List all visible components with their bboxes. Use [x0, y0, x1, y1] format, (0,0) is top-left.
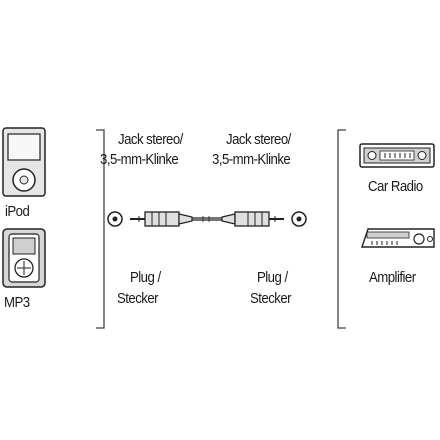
right-jack-label-line2: 3,5-mm-Klinke: [212, 151, 291, 168]
left-plug: [130, 211, 193, 227]
right-bracket: [337, 129, 346, 329]
car-radio-icon: [359, 143, 435, 168]
left-plug-label-line1: Plug /: [130, 269, 161, 286]
right-plug: [221, 211, 284, 227]
left-jack-label-line2: 3,5-mm-Klinke: [100, 151, 179, 168]
right-plug-label-line1: Plug /: [257, 269, 288, 286]
left-jack-socket: [107, 211, 123, 227]
left-jack-label-line1: Jack stereo/: [118, 131, 183, 148]
device-label-car-radio: Car Radio: [368, 178, 423, 195]
left-plug-label-line2: Stecker: [117, 290, 159, 307]
right-jack-label-line1: Jack stereo/: [226, 131, 291, 148]
right-jack-socket: [291, 211, 307, 227]
amplifier-icon: [361, 228, 435, 248]
device-label-amplifier: Amplifier: [369, 269, 416, 286]
device-label-mp3: MP3: [4, 294, 30, 311]
cable: [130, 211, 284, 227]
left-bracket: [96, 129, 105, 329]
ipod-icon: [2, 127, 46, 197]
device-label-ipod: iPod: [5, 203, 30, 220]
mp3-player-icon: [2, 228, 46, 288]
right-plug-label-line2: Stecker: [250, 290, 292, 307]
